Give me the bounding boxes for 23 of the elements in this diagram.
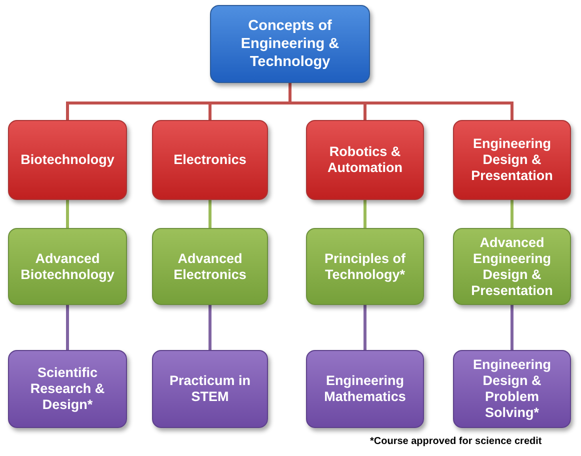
footnote: *Course approved for science credit <box>370 436 542 447</box>
connector-line <box>510 305 514 350</box>
course-box: Principles of Technology* <box>306 228 424 305</box>
course-box: Scientific Research & Design* <box>8 350 127 428</box>
course-box: Practicum in STEM <box>152 350 268 428</box>
course-box: Engineering Mathematics <box>306 350 424 428</box>
course-box: Biotechnology <box>8 120 127 200</box>
connector-line <box>364 305 366 350</box>
course-box: Engineering Design & Problem Solving* <box>453 350 571 428</box>
connector-line <box>208 200 212 228</box>
course-box: Advanced Engineering Design & Presentation <box>453 228 571 305</box>
connector-line <box>288 83 514 120</box>
connector-line <box>364 200 366 228</box>
connector-line <box>66 305 69 350</box>
course-box: Robotics & Automation <box>306 120 424 200</box>
course-box: Advanced Biotechnology <box>8 228 127 305</box>
course-box: Electronics <box>152 120 268 200</box>
course-box: Engineering Design & Presentation <box>453 120 571 200</box>
connector-line <box>510 200 514 228</box>
connector-line <box>66 200 69 228</box>
course-box: Advanced Electronics <box>152 228 268 305</box>
connector-line <box>208 305 212 350</box>
title-box: Concepts of Engineering & Technology <box>210 5 370 83</box>
